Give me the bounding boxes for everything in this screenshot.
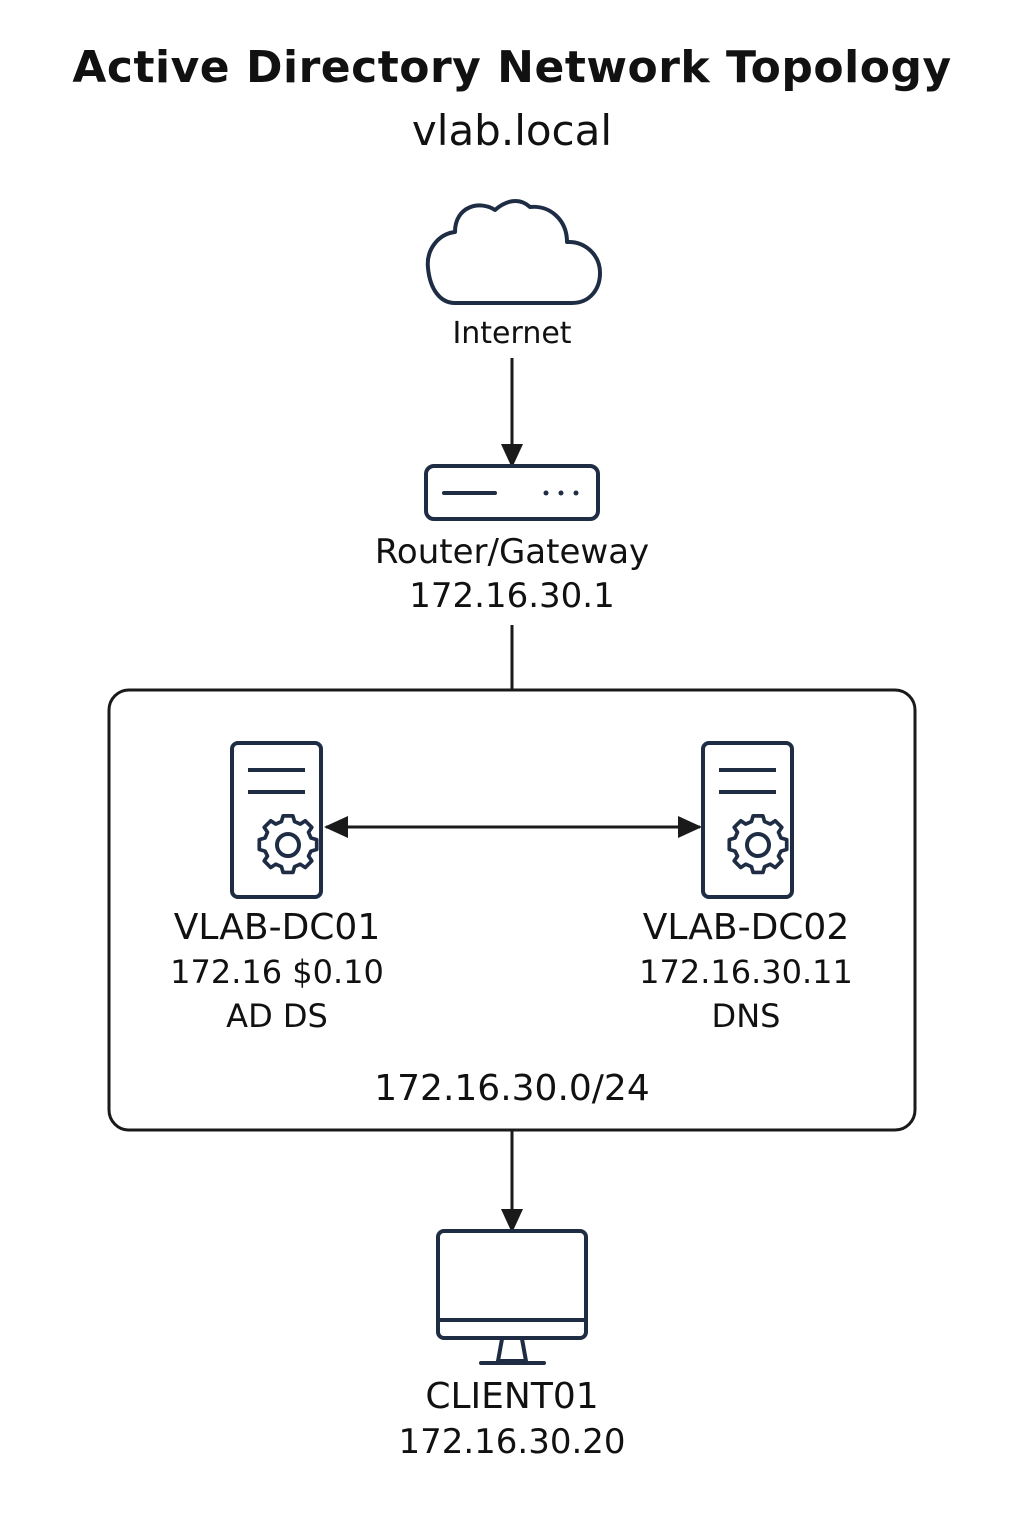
- dc01-ip: 172.16 $0.10: [170, 953, 384, 991]
- subnet-label: 172.16.30.0/24: [374, 1068, 650, 1109]
- dc02-name: VLAB-DC02: [642, 907, 850, 948]
- router-ip: 172.16.30.1: [409, 576, 615, 616]
- client-ip: 172.16.30.20: [398, 1422, 626, 1462]
- internet-label: Internet: [452, 316, 572, 351]
- router-name: Router/Gateway: [374, 532, 650, 572]
- dc01-name: VLAB-DC01: [173, 907, 381, 948]
- client-name: CLIENT01: [425, 1376, 599, 1417]
- diagram-title: Active Directory Network Topology: [72, 42, 952, 93]
- dc01-label: VLAB-DC01 172.16 $0.10 AD DS: [127, 906, 427, 1038]
- dc01-server-icon: [230, 741, 323, 899]
- cloud-icon: [425, 199, 602, 305]
- gear-icon: [727, 814, 789, 875]
- dc02-server-icon: [701, 741, 794, 899]
- dc02-role: DNS: [711, 997, 781, 1035]
- router-icon: [424, 464, 600, 521]
- diagram-subtitle: vlab.local: [411, 106, 613, 155]
- dc02-ip: 172.16.30.11: [639, 953, 853, 991]
- dc02-label: VLAB-DC02 172.16.30.11 DNS: [596, 906, 896, 1038]
- gear-icon: [257, 814, 319, 875]
- monitor-icon: [436, 1229, 588, 1365]
- dc01-role: AD DS: [226, 997, 328, 1035]
